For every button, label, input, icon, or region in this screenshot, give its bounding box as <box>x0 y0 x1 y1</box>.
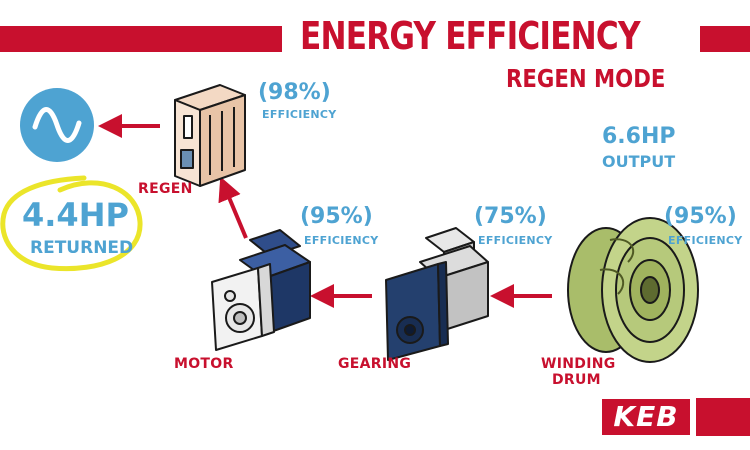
drum-efficiency: (95%) <box>664 204 737 229</box>
header-bar-left <box>0 26 282 52</box>
output-label: OUTPUT <box>602 152 676 171</box>
keb-logo <box>602 399 690 435</box>
output-value: 6.6HP <box>602 124 676 149</box>
regen-efficiency: (98%) <box>258 80 331 105</box>
regen-label: REGEN <box>138 181 193 197</box>
gearing-efficiency-label: EFFICIENCY <box>478 234 553 247</box>
drum-label-line2: DRUM <box>552 372 601 388</box>
returned-value: 4.4HP <box>22 196 129 234</box>
motor-efficiency-label: EFFICIENCY <box>304 234 379 247</box>
footer-bar-right <box>696 398 750 436</box>
motor-efficiency: (95%) <box>300 204 373 229</box>
drum-efficiency-label: EFFICIENCY <box>668 234 743 247</box>
highlight-circle <box>0 175 143 272</box>
gearing-efficiency: (75%) <box>474 204 547 229</box>
regen-efficiency-label: EFFICIENCY <box>262 108 337 121</box>
page-title: ENERGY EFFICIENCY <box>300 14 641 58</box>
motor-label: MOTOR <box>174 356 234 372</box>
returned-label: RETURNED <box>30 238 134 258</box>
gearbox-icon <box>385 227 489 361</box>
motor-icon <box>211 229 311 351</box>
header-bar-right <box>700 26 750 52</box>
winding-drum-icon <box>567 217 699 363</box>
gearing-label: GEARING <box>338 356 412 372</box>
drum-label-line1: WINDING <box>541 356 616 372</box>
keb-logo-text: KEB <box>613 400 679 433</box>
page-subtitle: REGEN MODE <box>506 64 666 93</box>
ac-sine-icon <box>20 88 94 162</box>
regen-drive-icon <box>174 84 246 187</box>
flow-arrow-icon <box>98 114 552 308</box>
